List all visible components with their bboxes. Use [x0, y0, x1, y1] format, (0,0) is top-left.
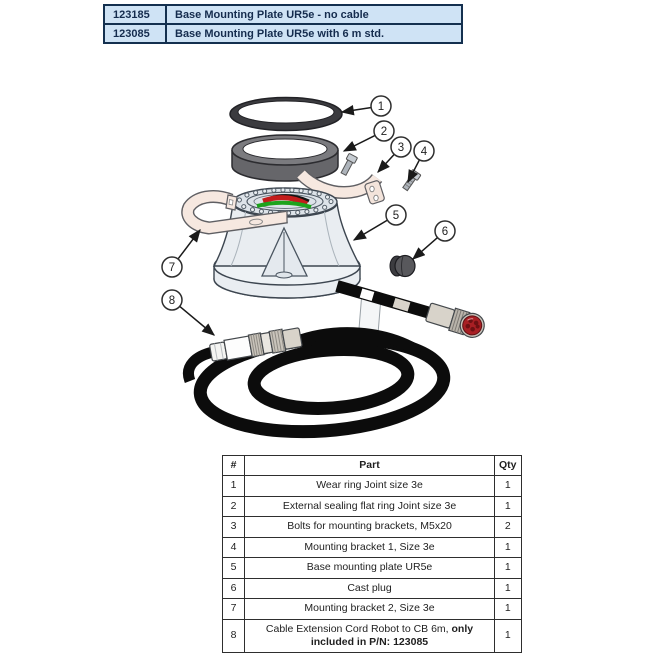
callouts: 1 2 3 4 5 6 7 8 — [161, 95, 456, 311]
parts-table: # Part Qty 1 Wear ring Joint size 3e 1 2… — [222, 454, 522, 653]
part-number-cell: 123185 — [103, 4, 167, 25]
part-num-cell: 5 — [222, 557, 245, 579]
part-num-cell: 7 — [222, 598, 245, 620]
part-name-cell: External sealing flat ring Joint size 3e — [244, 495, 495, 518]
svg-text:2: 2 — [381, 126, 387, 138]
base-mounting-plate — [212, 187, 362, 299]
callout-1: 1 — [370, 95, 392, 117]
sealing-ring — [231, 134, 339, 182]
callout-7: 7 — [161, 256, 183, 278]
svg-text:6: 6 — [442, 226, 448, 238]
svg-text:1: 1 — [378, 101, 384, 113]
part-name-cell: Mounting bracket 2, Size 3e — [244, 598, 495, 620]
table-row: 7 Mounting bracket 2, Size 3e 1 — [222, 598, 522, 620]
callout-arrows — [177, 105, 438, 336]
table-row: 8 Cable Extension Cord Robot to CB 6m, o… — [222, 618, 522, 653]
part-num-cell: 6 — [222, 577, 245, 600]
callout-3-arrow — [377, 154, 395, 173]
callout-6: 6 — [434, 220, 456, 242]
qty-cell: 1 — [494, 598, 522, 620]
table-row: 3 Bolts for mounting brackets, M5x20 2 — [222, 516, 522, 538]
callout-3: 3 — [390, 136, 412, 158]
part-name-cell: Cable Extension Cord Robot to CB 6m, onl… — [244, 618, 495, 653]
qty-header: Qty — [494, 454, 522, 477]
qty-cell: 1 — [494, 475, 522, 497]
part-name-cell: Bolts for mounting brackets, M5x20 — [244, 516, 495, 538]
callout-2-arrow — [342, 135, 375, 152]
part-num-cell: 3 — [222, 516, 245, 538]
svg-text:8: 8 — [169, 295, 175, 307]
qty-cell: 2 — [494, 516, 522, 538]
part-number-cell: 123085 — [103, 23, 167, 44]
table-row: 2 External sealing flat ring Joint size … — [222, 495, 522, 518]
callout-5: 5 — [385, 204, 407, 226]
qty-cell: 1 — [494, 495, 522, 518]
qty-cell: 1 — [494, 618, 522, 653]
cable-connector-left — [209, 327, 303, 362]
mounting-bracket-2 — [181, 190, 288, 235]
variant-row: 123185 Base Mounting Plate UR5e - no cab… — [103, 4, 463, 25]
wear-ring — [229, 96, 343, 132]
qty-cell: 1 — [494, 577, 522, 600]
part-num-cell: 2 — [222, 495, 245, 518]
callout-7-arrow — [177, 228, 201, 260]
part-num-cell: 4 — [222, 536, 245, 559]
wire-green — [256, 200, 312, 209]
part-name-cell: Mounting bracket 1, Size 3e — [244, 536, 495, 559]
part-header: Part — [244, 454, 495, 477]
cable-coil — [183, 327, 451, 439]
callout-2: 2 — [373, 120, 395, 142]
callout-8: 8 — [161, 289, 183, 311]
cast-plug — [389, 254, 416, 278]
part-description-cell: Base Mounting Plate UR5e with 6 m std. — [165, 23, 463, 44]
parts-table-header: # Part Qty — [222, 454, 522, 477]
mounting-bracket-1 — [296, 153, 385, 205]
bracket-bolt — [340, 153, 358, 177]
wire-red — [262, 195, 309, 207]
svg-text:5: 5 — [393, 210, 399, 222]
qty-cell: 1 — [494, 557, 522, 579]
table-row: 4 Mounting bracket 1, Size 3e 1 — [222, 536, 522, 559]
table-row: 6 Cast plug 1 — [222, 577, 522, 600]
callout-5-arrow — [352, 219, 388, 241]
table-row: 5 Base mounting plate UR5e 1 — [222, 557, 522, 579]
num-header: # — [222, 454, 245, 477]
part-num-cell: 8 — [222, 618, 245, 653]
cable-connector-right — [425, 302, 485, 338]
part-name-cell: Base mounting plate UR5e — [244, 557, 495, 579]
variant-row: 123085 Base Mounting Plate UR5e with 6 m… — [103, 23, 463, 44]
part-num-cell: 1 — [222, 475, 245, 497]
callout-8-arrow — [179, 306, 216, 336]
table-row: 1 Wear ring Joint size 3e 1 — [222, 475, 522, 497]
part-name-cell: Cast plug — [244, 577, 495, 600]
callout-4-arrow — [407, 159, 420, 184]
qty-cell: 1 — [494, 536, 522, 559]
bolt-m5 — [402, 169, 422, 192]
callout-4: 4 — [413, 140, 435, 162]
part-name-cell: Wear ring Joint size 3e — [244, 475, 495, 497]
svg-text:7: 7 — [169, 262, 175, 274]
svg-text:3: 3 — [398, 142, 404, 154]
variant-table: 123185 Base Mounting Plate UR5e - no cab… — [103, 4, 463, 44]
callout-6-arrow — [412, 237, 438, 260]
svg-text:4: 4 — [421, 146, 428, 158]
part-description-cell: Base Mounting Plate UR5e - no cable — [165, 4, 463, 25]
callout-1-arrow — [340, 105, 372, 116]
